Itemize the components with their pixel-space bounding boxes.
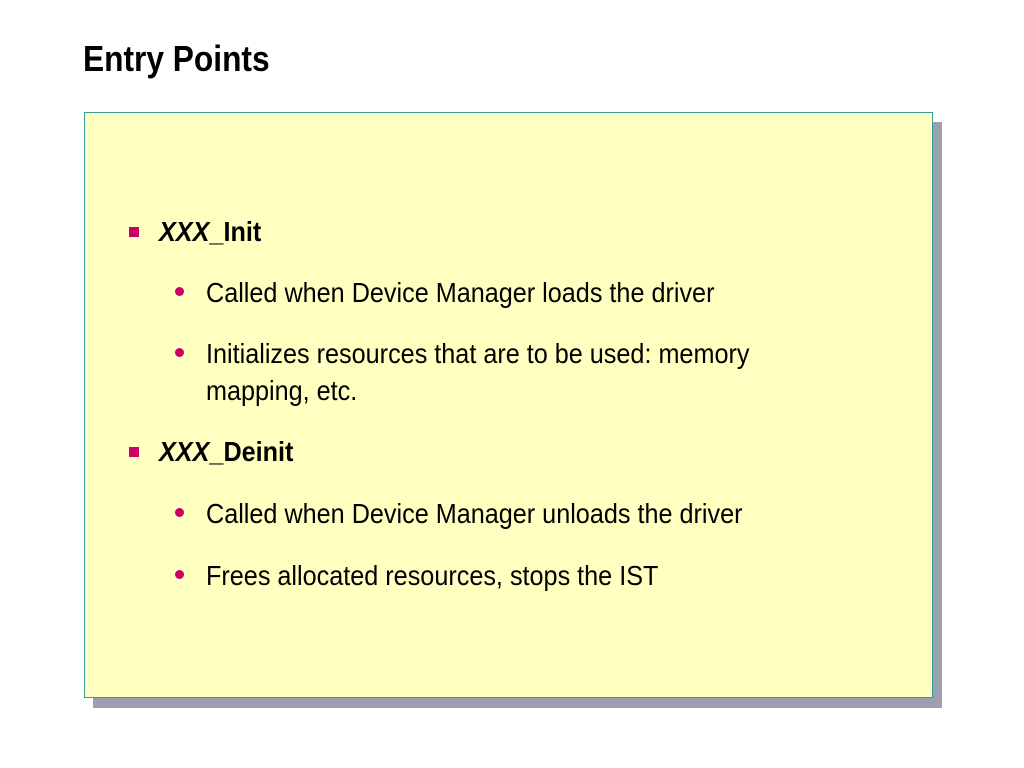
sub-bullet-item: Frees allocated resources, stops the IST (175, 557, 709, 594)
round-bullet-icon (175, 570, 184, 579)
slide-title: Entry Points (83, 38, 270, 79)
sub-bullet-line: mapping, etc. (206, 375, 358, 406)
bullet-text: XXX_Init (159, 216, 261, 248)
square-bullet-icon (129, 447, 139, 457)
round-bullet-icon (175, 287, 184, 296)
function-prefix: XXX (159, 436, 210, 467)
sub-bullet-text: Frees allocated resources, stops the IST (206, 560, 659, 591)
square-bullet-icon (129, 227, 139, 237)
round-bullet-icon (175, 348, 184, 357)
sub-bullet-item: Initializes resources that are to be use… (175, 335, 810, 409)
bullet-text: XXX_Deinit (159, 436, 293, 468)
bullet-item-init: XXX_Init (129, 216, 273, 248)
bullet-list: XXX_Init Called when Device Manager load… (85, 113, 932, 697)
sub-bullet-text: Called when Device Manager loads the dri… (206, 277, 715, 308)
round-bullet-icon (175, 508, 184, 517)
function-suffix: _Deinit (209, 436, 294, 467)
sub-bullet-item: Called when Device Manager unloads the d… (175, 495, 802, 532)
sub-bullet-item: Called when Device Manager loads the dri… (175, 274, 771, 311)
sub-bullet-text: Initializes resources that are to be use… (206, 335, 749, 409)
content-panel: XXX_Init Called when Device Manager load… (84, 112, 933, 698)
function-suffix: _Init (209, 216, 262, 247)
function-prefix: XXX (159, 216, 210, 247)
sub-bullet-line: Initializes resources that are to be use… (206, 338, 750, 369)
sub-bullet-text: Called when Device Manager unloads the d… (206, 498, 743, 529)
bullet-item-deinit: XXX_Deinit (129, 436, 308, 468)
